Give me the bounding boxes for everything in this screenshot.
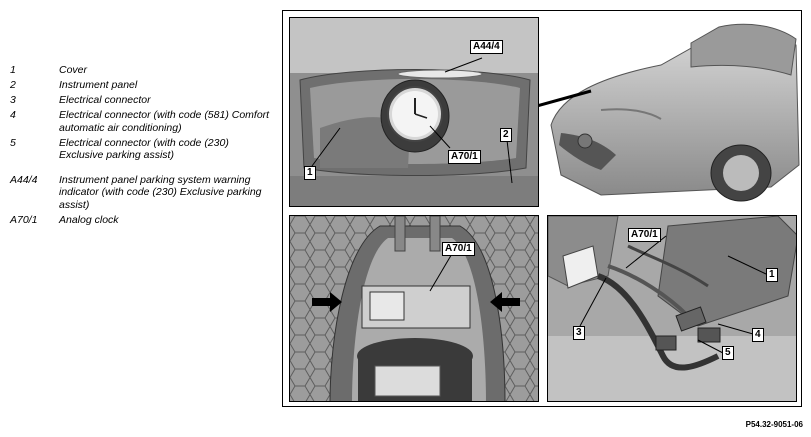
legend-key: A70/1 xyxy=(10,213,38,226)
legend-text: Instrument panel xyxy=(59,79,138,91)
legend-text: Cover xyxy=(59,64,88,76)
legend-item: A44/4 Instrument panel parking system war… xyxy=(10,174,272,212)
legend-key: 5 xyxy=(10,136,16,149)
legend-text: Electrical connector xyxy=(59,94,151,106)
leader-line xyxy=(533,89,592,109)
legend-text: Instrument panel parking system warning … xyxy=(59,173,262,211)
legend-key: 4 xyxy=(10,109,16,121)
legend-key: 2 xyxy=(10,79,16,91)
photo-connectors: A70/1 1 3 4 5 xyxy=(547,215,797,402)
figure-code: P54.32-9051-06 xyxy=(745,420,803,429)
callout-a70-1: A70/1 xyxy=(448,150,481,164)
callout-a70-1: A70/1 xyxy=(628,228,661,242)
callout-a70-1: A70/1 xyxy=(442,242,475,256)
legend-item: A70/1 Analog clock xyxy=(10,214,272,227)
legend-text: Electrical connector (with code (581) Co… xyxy=(59,109,270,134)
legend-text: Electrical connector (with code (230) Ex… xyxy=(59,136,229,162)
legend-item: 4 Electrical connector (with code (581) C… xyxy=(10,109,272,134)
figure-frame: A44/4 A70/1 1 2 A70/1 xyxy=(282,10,802,407)
legend-key: 1 xyxy=(10,64,16,76)
callout-1: 1 xyxy=(766,268,778,282)
legend-item: 5 Electrical connector (with code (230) E… xyxy=(10,137,272,162)
legend-text: Analog clock xyxy=(59,213,119,226)
callout-4: 4 xyxy=(752,328,764,342)
callout-2: 2 xyxy=(500,128,512,142)
legend-item: 1 Cover xyxy=(10,64,272,77)
callout-3: 3 xyxy=(573,326,585,340)
legend-item: 2 Instrument panel xyxy=(10,79,272,92)
photo-clock-removal: A70/1 xyxy=(289,215,539,402)
legend-item: 3 Electrical connector xyxy=(10,94,272,107)
car-photo xyxy=(541,15,801,205)
photo-clock-on-dashboard: A44/4 A70/1 1 2 xyxy=(289,17,539,207)
legend-key: 3 xyxy=(10,94,16,106)
callout-5: 5 xyxy=(722,346,734,360)
callout-1: 1 xyxy=(304,166,316,180)
callout-a44-4: A44/4 xyxy=(470,40,503,54)
legend-key: A44/4 xyxy=(10,173,38,186)
